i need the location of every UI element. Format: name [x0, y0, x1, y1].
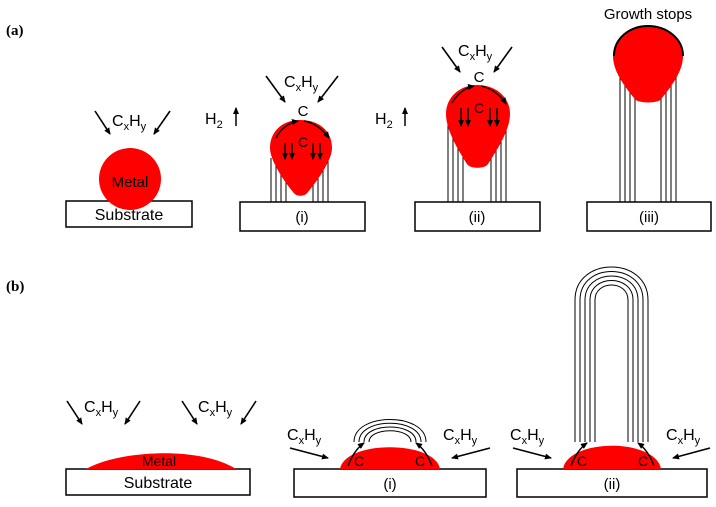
substrate-block: [414, 201, 541, 232]
carbon-diffusion-arrow: [347, 442, 365, 467]
hydrocarbon-label-right: CxHy: [198, 399, 233, 419]
gas-arrow: [181, 400, 198, 425]
metal-label: Metal: [142, 453, 176, 469]
panel-a-stage-i: H2 (i) C C CxHy: [205, 74, 366, 232]
gas-arrow: [66, 400, 83, 425]
panel-a-label: (a): [6, 23, 24, 39]
metal-film: [86, 453, 236, 469]
metal-particle: [99, 148, 161, 210]
hydrogen-label: H2: [375, 111, 393, 131]
carbon-label-top: C: [474, 69, 485, 86]
substrate-block: [293, 468, 487, 498]
substrate-block: [516, 468, 708, 498]
growth-stops-label: Growth stops: [604, 6, 692, 23]
nanotube-shells: [574, 266, 649, 442]
hydrogen-label: H2: [205, 111, 223, 131]
hydrocarbon-label: CxHy: [458, 43, 493, 63]
gas-arrow: [240, 400, 257, 425]
gas-arrow-right: [153, 110, 171, 135]
carbon-label-inside: C: [298, 134, 308, 150]
gas-arrow-right: [317, 75, 339, 103]
gas-arrow-right: [493, 46, 513, 73]
stage-label: (iii): [639, 209, 659, 226]
carbon-diffusion-arrow: [415, 442, 433, 467]
substrate-block: [65, 468, 251, 496]
nanotube-cap-shells: [353, 419, 427, 443]
carbon-diffusion-arrow: [570, 442, 588, 467]
carbon-diffusion-arrow-left: [451, 84, 475, 104]
carbon-label-inside: C: [474, 100, 484, 116]
gas-arrow-right: [451, 447, 491, 460]
panel-b-initial: Substrate Metal CxHy CxHy: [65, 399, 257, 496]
metal-particle: [446, 85, 510, 168]
panel-b-label: (b): [6, 279, 24, 295]
carbon-down-arrows: [458, 108, 500, 127]
gas-arrow-left: [441, 46, 461, 73]
carbon-cap: [613, 24, 684, 57]
panel-a-initial: Substrate Metal CxHy: [65, 110, 193, 228]
metal-particle: [340, 447, 440, 469]
substrate-label: Substrate: [124, 475, 193, 492]
panel-a-stage-iii: Growth stops (iii): [586, 6, 712, 232]
metal-particle: [270, 120, 332, 196]
substrate-block: [586, 201, 712, 232]
panel-b-stage-ii: (ii) C C CxHy CxHy: [510, 266, 711, 498]
gas-arrow-left: [265, 75, 286, 103]
panel-a-stage-ii: H2 (ii) C C CxHy: [375, 43, 541, 232]
carbon-diffusion-arrow-right: [480, 85, 507, 105]
carbon-diffusion-arrow: [637, 442, 655, 467]
hydrocarbon-label: CxHy: [112, 113, 147, 133]
hydrocarbon-label-left: CxHy: [287, 427, 322, 447]
carbon-down-arrows: [282, 143, 323, 160]
carbon-label: C: [577, 453, 587, 469]
carbon-label: C: [354, 453, 364, 469]
hydrocarbon-label-left: CxHy: [84, 399, 119, 419]
gas-arrow-left: [289, 447, 329, 460]
carbon-diffusion-arrow-right: [303, 120, 330, 139]
substrate-block: [239, 201, 366, 232]
panel-b-stage-i: (i) C C CxHy CxHy: [287, 419, 491, 498]
carbon-diffusion-arrow-left: [275, 119, 299, 139]
hydrocarbon-label: CxHy: [284, 74, 319, 94]
carbon-label-top: C: [298, 103, 309, 120]
gas-arrow: [124, 400, 141, 425]
stage-label: (ii): [604, 476, 621, 493]
stage-label: (i): [383, 476, 396, 493]
gas-arrow-left: [512, 447, 552, 460]
gas-arrow-right: [672, 447, 711, 460]
metal-particle: [613, 26, 683, 103]
hydrocarbon-label-right: CxHy: [443, 427, 478, 447]
carbon-label: C: [638, 453, 648, 469]
carbon-label: C: [415, 453, 425, 469]
gas-arrow-left: [94, 110, 111, 135]
metal-label: Metal: [112, 174, 149, 191]
metal-particle: [563, 445, 661, 469]
hydrocarbon-label-left: CxHy: [510, 427, 545, 447]
substrate-label: Substrate: [95, 207, 164, 224]
hydrocarbon-label-right: CxHy: [666, 427, 701, 447]
stage-label: (i): [295, 209, 308, 226]
stage-label: (ii): [469, 209, 486, 226]
